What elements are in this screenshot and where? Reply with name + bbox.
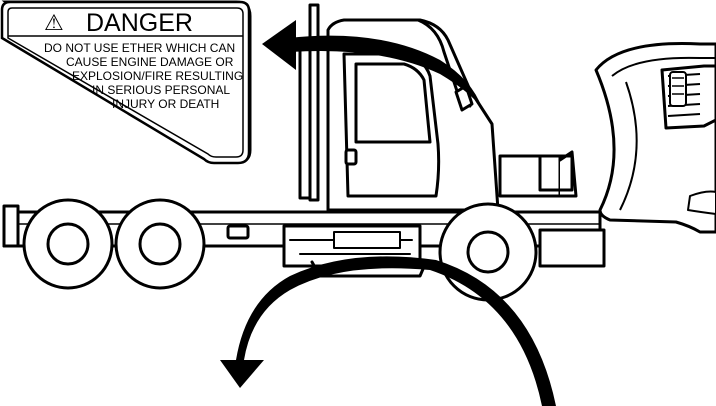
tilted-hood-icon xyxy=(596,44,716,232)
warning-triangle-icon: ⚠ xyxy=(44,10,64,35)
danger-label: ⚠ DANGER DO NOT USE ETHER WHICH CAN CAUS… xyxy=(0,2,250,163)
warning-line-4: IN SERIOUS PERSONAL xyxy=(92,83,230,97)
warning-line-2: CAUSE ENGINE DAMAGE OR xyxy=(66,55,234,69)
warning-line-1: DO NOT USE ETHER WHICH CAN xyxy=(44,41,235,55)
warning-line-3: EXPLOSION/FIRE RESULTING xyxy=(72,69,243,83)
danger-heading: DANGER xyxy=(86,9,193,37)
warning-line-5: INJURY OR DEATH xyxy=(112,97,219,111)
